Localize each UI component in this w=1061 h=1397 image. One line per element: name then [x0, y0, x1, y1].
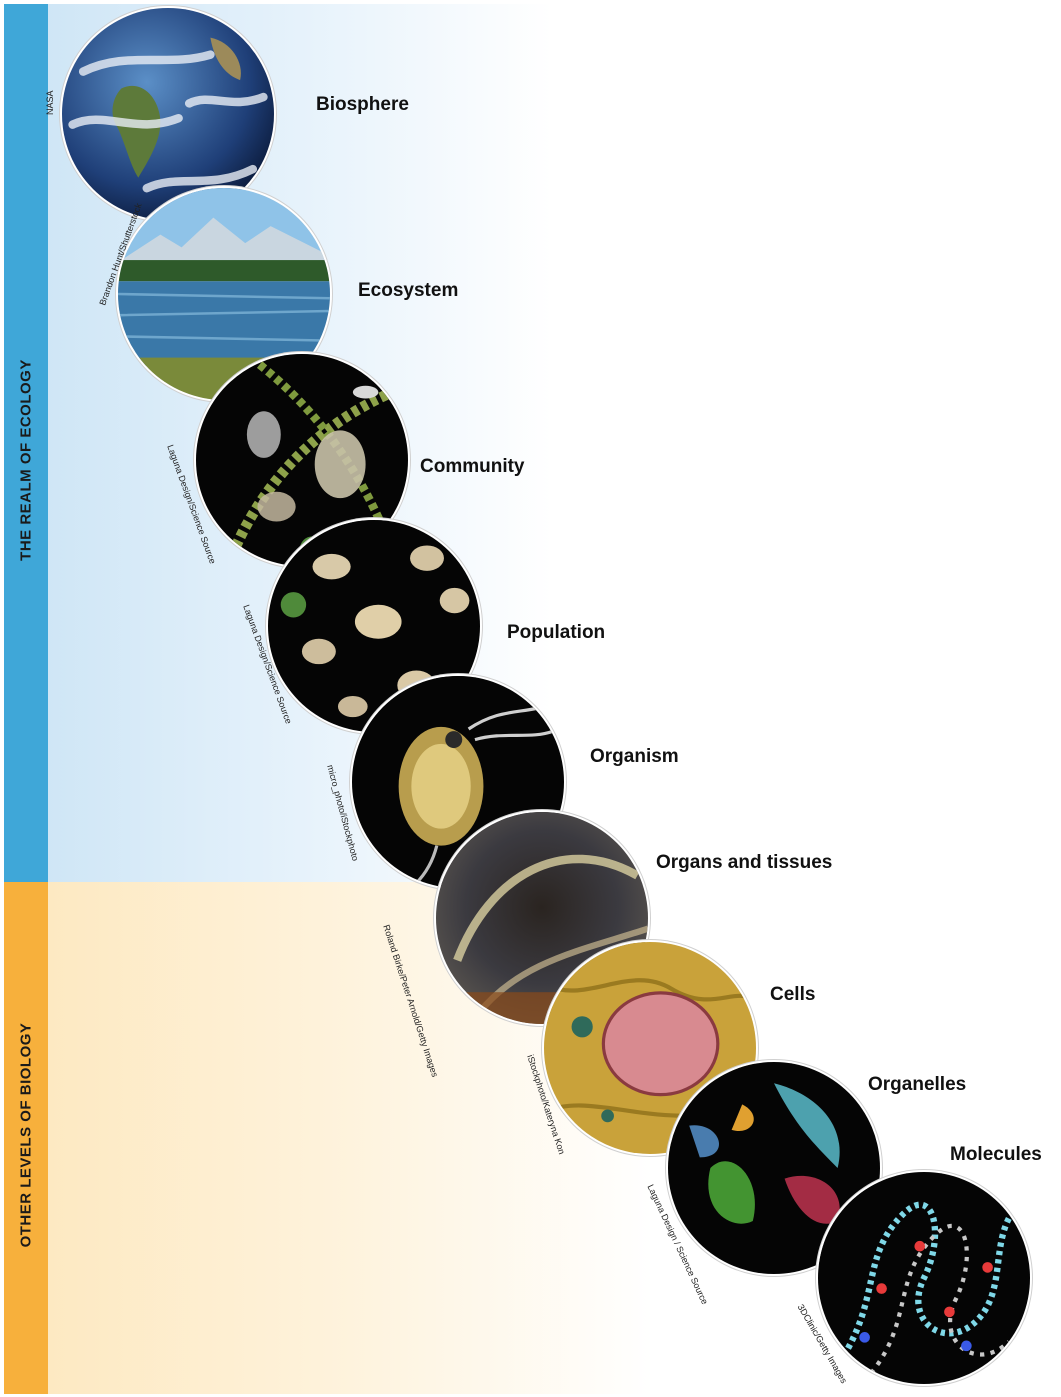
biosphere-image — [62, 8, 274, 220]
biosphere-credit: NASA — [45, 90, 55, 115]
ecosystem-label: Ecosystem — [358, 280, 458, 302]
ecology-section-label: THE REALM OF ECOLOGY — [18, 359, 35, 561]
cells-label: Cells — [770, 984, 815, 1006]
molecules-image — [818, 1172, 1030, 1384]
biosphere-label: Biosphere — [316, 94, 409, 116]
population-label: Population — [507, 622, 605, 644]
community-label: Community — [420, 456, 525, 478]
organelles-label: Organelles — [868, 1074, 966, 1096]
biology-section-label: OTHER LEVELS OF BIOLOGY — [18, 1023, 35, 1248]
organs-and-tissues-label: Organs and tissues — [656, 852, 832, 874]
organism-label: Organism — [590, 746, 679, 768]
molecules-label: Molecules — [950, 1144, 1042, 1166]
